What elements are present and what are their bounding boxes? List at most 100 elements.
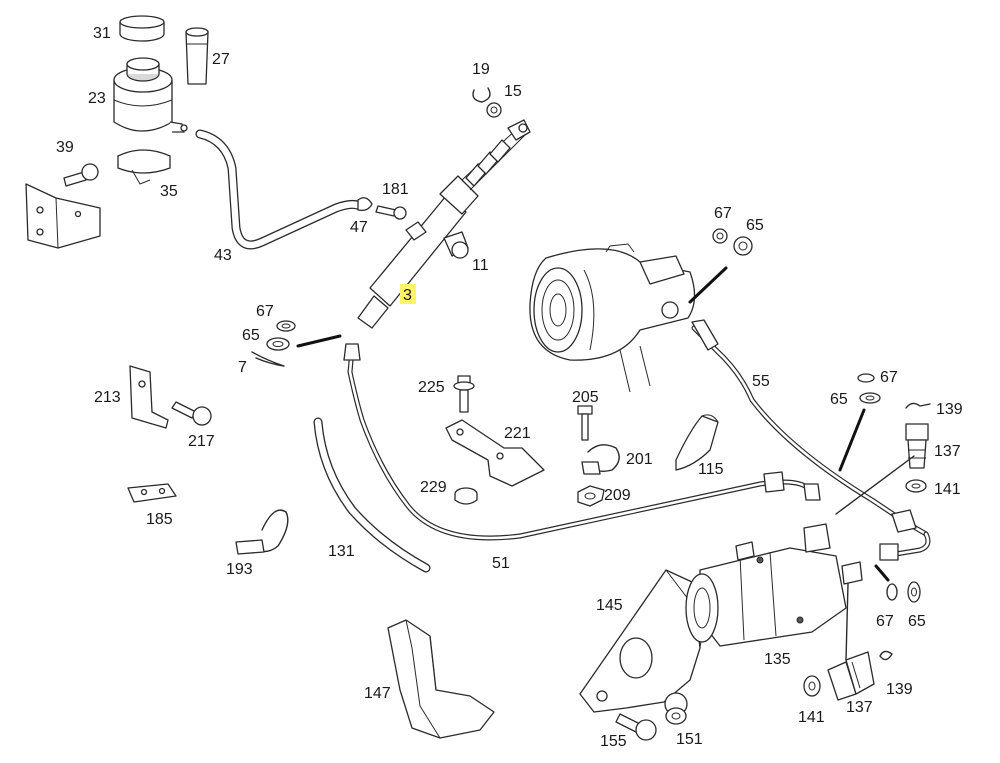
callout-11: 11 xyxy=(472,257,489,274)
callout-151: 151 xyxy=(676,731,703,748)
bolt-205[interactable] xyxy=(577,405,593,441)
callout-221: 221 xyxy=(504,425,531,442)
callout-55: 55 xyxy=(752,373,770,390)
callout-141-bottom: 141 xyxy=(798,709,825,726)
callout-67-bottom: 67 xyxy=(876,613,894,630)
washer-151[interactable] xyxy=(665,707,687,725)
washer-141-top[interactable] xyxy=(905,479,927,493)
callout-225: 225 xyxy=(418,379,445,396)
pointer-arrow-mid xyxy=(838,408,866,472)
callout-65-left: 65 xyxy=(242,327,260,344)
hose-43[interactable] xyxy=(195,129,365,250)
callout-229: 229 xyxy=(420,479,447,496)
master-cylinder-3[interactable] xyxy=(357,119,531,329)
nut-229[interactable] xyxy=(454,487,478,505)
callout-193: 193 xyxy=(226,561,253,578)
strap-35[interactable] xyxy=(117,149,171,185)
screw-181[interactable] xyxy=(375,205,407,220)
slave-cylinder-135[interactable] xyxy=(685,523,863,647)
callout-147: 147 xyxy=(364,685,391,702)
callout-131: 131 xyxy=(328,543,355,560)
callout-67-top: 67 xyxy=(714,205,732,222)
bolt-225[interactable] xyxy=(453,375,475,413)
filter-27[interactable] xyxy=(185,27,209,85)
callout-115: 115 xyxy=(698,461,724,478)
callout-15: 15 xyxy=(504,83,522,100)
clip-139-bottom[interactable] xyxy=(879,650,893,661)
callout-67-left: 67 xyxy=(256,303,274,320)
callout-65-bottom: 65 xyxy=(908,613,926,630)
leader-line-137 xyxy=(835,455,915,515)
highlight-box-3 xyxy=(400,284,416,304)
callout-145: 145 xyxy=(596,597,623,614)
pointer-arrow-top xyxy=(688,266,728,304)
bolt-217[interactable] xyxy=(171,401,212,426)
callout-139-bottom: 139 xyxy=(886,681,913,698)
cover-147[interactable] xyxy=(387,619,495,739)
bracket-145[interactable] xyxy=(579,569,705,716)
fluid-reservoir-23[interactable] xyxy=(113,57,188,133)
plate-185[interactable] xyxy=(127,483,177,503)
callout-47: 47 xyxy=(350,219,368,236)
fitting-137-top[interactable] xyxy=(905,423,929,469)
boot-115[interactable] xyxy=(675,414,719,471)
clip-139-top[interactable] xyxy=(905,402,931,409)
callout-39: 39 xyxy=(56,139,74,156)
callout-209: 209 xyxy=(604,487,631,504)
callout-137-top: 137 xyxy=(934,443,961,460)
clip-7[interactable] xyxy=(251,351,285,367)
callout-155: 155 xyxy=(600,733,627,750)
bracket-213[interactable] xyxy=(129,365,169,429)
callout-65-top: 65 xyxy=(746,217,764,234)
callout-141-top: 141 xyxy=(934,481,961,498)
callout-51: 51 xyxy=(492,555,510,572)
fitting-137-bottom[interactable] xyxy=(827,651,875,701)
washer-65-mid[interactable] xyxy=(859,392,881,404)
callout-35: 35 xyxy=(160,183,178,200)
washer-65-top[interactable] xyxy=(733,236,753,256)
bracket-39[interactable] xyxy=(25,163,101,249)
callout-3[interactable]: 3 xyxy=(403,287,412,304)
clamp-193[interactable] xyxy=(235,509,289,555)
clamp-201[interactable] xyxy=(581,444,620,475)
callout-labels: 31 27 23 39 35 43 19 15 181 47 11 3 67 6… xyxy=(56,25,963,750)
callout-205: 205 xyxy=(572,389,599,406)
callout-213: 213 xyxy=(94,389,121,406)
washer-67-mid[interactable] xyxy=(857,373,875,383)
callout-137-bottom: 137 xyxy=(846,699,873,716)
slave-cylinder-assembly[interactable] xyxy=(529,243,696,393)
clip-47[interactable] xyxy=(357,197,373,212)
pointer-arrow-bottom xyxy=(874,564,890,582)
washer-15[interactable] xyxy=(486,102,502,118)
callout-217: 217 xyxy=(188,433,215,450)
callout-67-mid: 67 xyxy=(880,369,898,386)
callout-135: 135 xyxy=(764,651,791,668)
callout-19: 19 xyxy=(472,61,490,78)
washer-67-bottom[interactable] xyxy=(886,583,898,601)
pipe-51[interactable] xyxy=(343,343,821,541)
leader-line-137b xyxy=(845,583,849,661)
pipe-55[interactable] xyxy=(691,319,931,561)
callout-201: 201 xyxy=(626,451,653,468)
reservoir-cap-31[interactable] xyxy=(119,15,165,42)
callout-43: 43 xyxy=(214,247,232,264)
washer-67-top[interactable] xyxy=(712,228,728,244)
bracket-221[interactable] xyxy=(445,419,545,487)
washer-141-bottom[interactable] xyxy=(803,675,821,697)
washer-67-left[interactable] xyxy=(276,320,296,332)
callout-7: 7 xyxy=(238,359,247,376)
pointer-arrow-left xyxy=(296,334,342,348)
callout-27: 27 xyxy=(212,51,230,68)
callout-185: 185 xyxy=(146,511,173,528)
nut-209[interactable] xyxy=(577,485,605,507)
callout-23: 23 xyxy=(88,90,106,107)
hose-131[interactable] xyxy=(313,417,431,573)
callout-31: 31 xyxy=(93,25,111,42)
callout-181: 181 xyxy=(382,181,409,198)
bolt-155[interactable] xyxy=(615,713,657,741)
washer-65-bottom[interactable] xyxy=(907,581,921,603)
callout-65-mid: 65 xyxy=(830,391,848,408)
circlip-19[interactable] xyxy=(472,87,491,103)
washer-65-left[interactable] xyxy=(266,337,290,351)
